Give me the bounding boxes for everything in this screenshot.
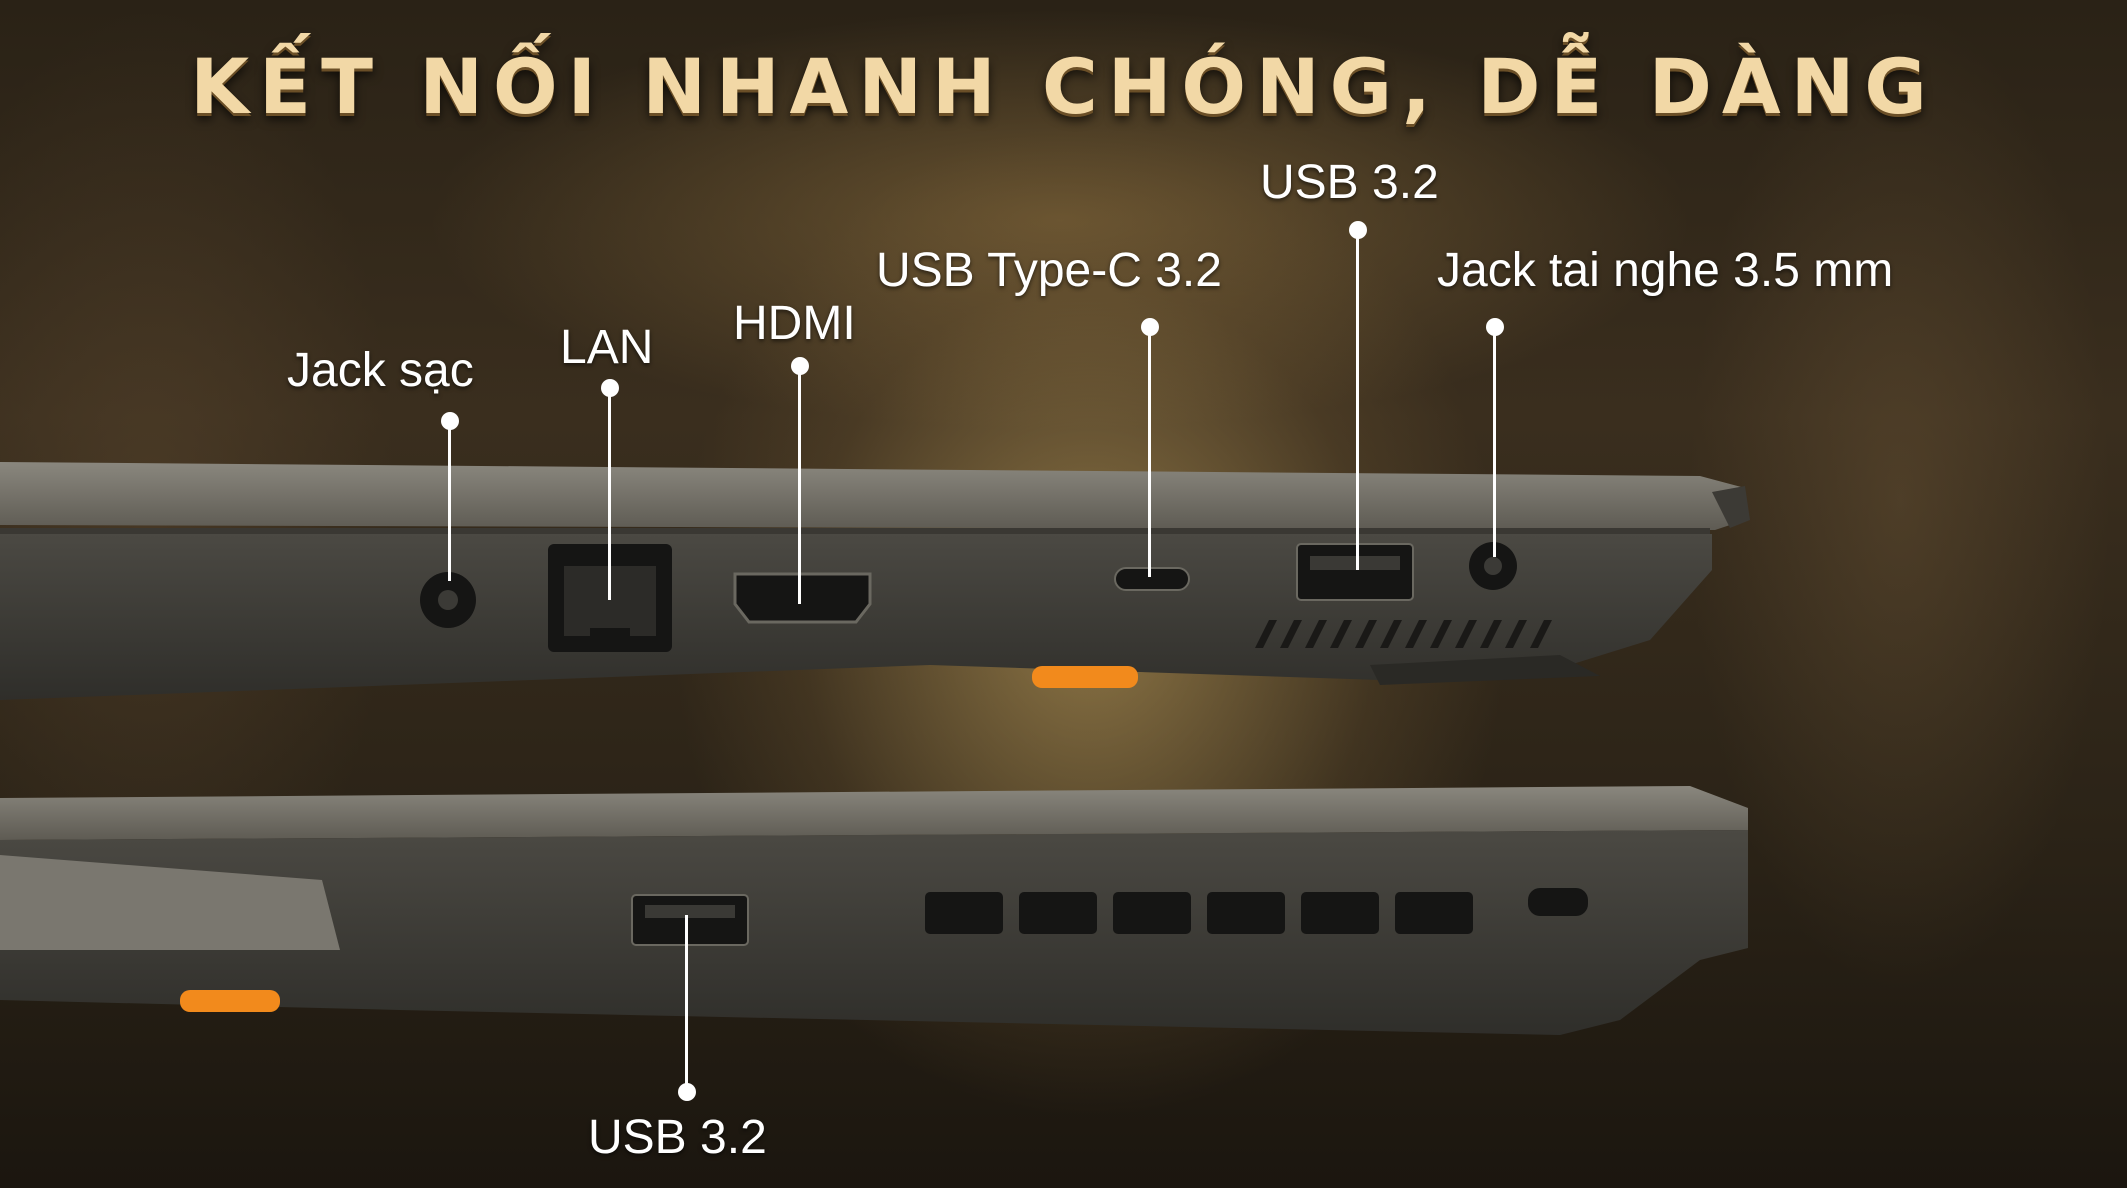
- callout-line-usb-bottom: [685, 915, 688, 1090]
- laptop-left-side: [0, 786, 1748, 1035]
- label-usb-top: USB 3.2: [1260, 156, 1439, 209]
- callout-dot-usb-bottom: [678, 1083, 696, 1101]
- label-jack-sac: Jack sạc: [287, 344, 474, 397]
- label-usb-bottom: USB 3.2: [588, 1111, 767, 1164]
- usb-a-icon: [1296, 543, 1414, 601]
- orange-foot-left: [180, 990, 280, 1012]
- audio-jack-icon: [1469, 542, 1517, 590]
- label-lan: LAN: [560, 321, 654, 374]
- laptop-right-side: [0, 462, 1750, 700]
- hdmi-icon: [733, 572, 872, 624]
- vent-grille: [925, 892, 1473, 934]
- orange-foot: [1032, 666, 1138, 688]
- dc-power-jack-icon: [420, 572, 476, 628]
- kensington-lock-icon: [1528, 888, 1588, 916]
- callout-line-lan: [608, 388, 611, 600]
- callout-line-usb-type-c: [1148, 327, 1151, 577]
- callout-line-jack-sac: [448, 421, 451, 581]
- usb-a-icon: [631, 894, 749, 946]
- banner-title: KẾT NỐI NHANH CHÓNG, DỄ DÀNG: [190, 42, 1937, 131]
- label-hdmi: HDMI: [733, 297, 856, 350]
- callout-line-hdmi: [798, 366, 801, 604]
- usb-c-icon: [1114, 567, 1190, 591]
- label-usb-type-c: USB Type-C 3.2: [876, 244, 1222, 297]
- label-audio-jack: Jack tai nghe 3.5 mm: [1437, 244, 1894, 297]
- callout-line-audio-jack: [1493, 327, 1496, 557]
- callout-line-usb-top: [1356, 230, 1359, 570]
